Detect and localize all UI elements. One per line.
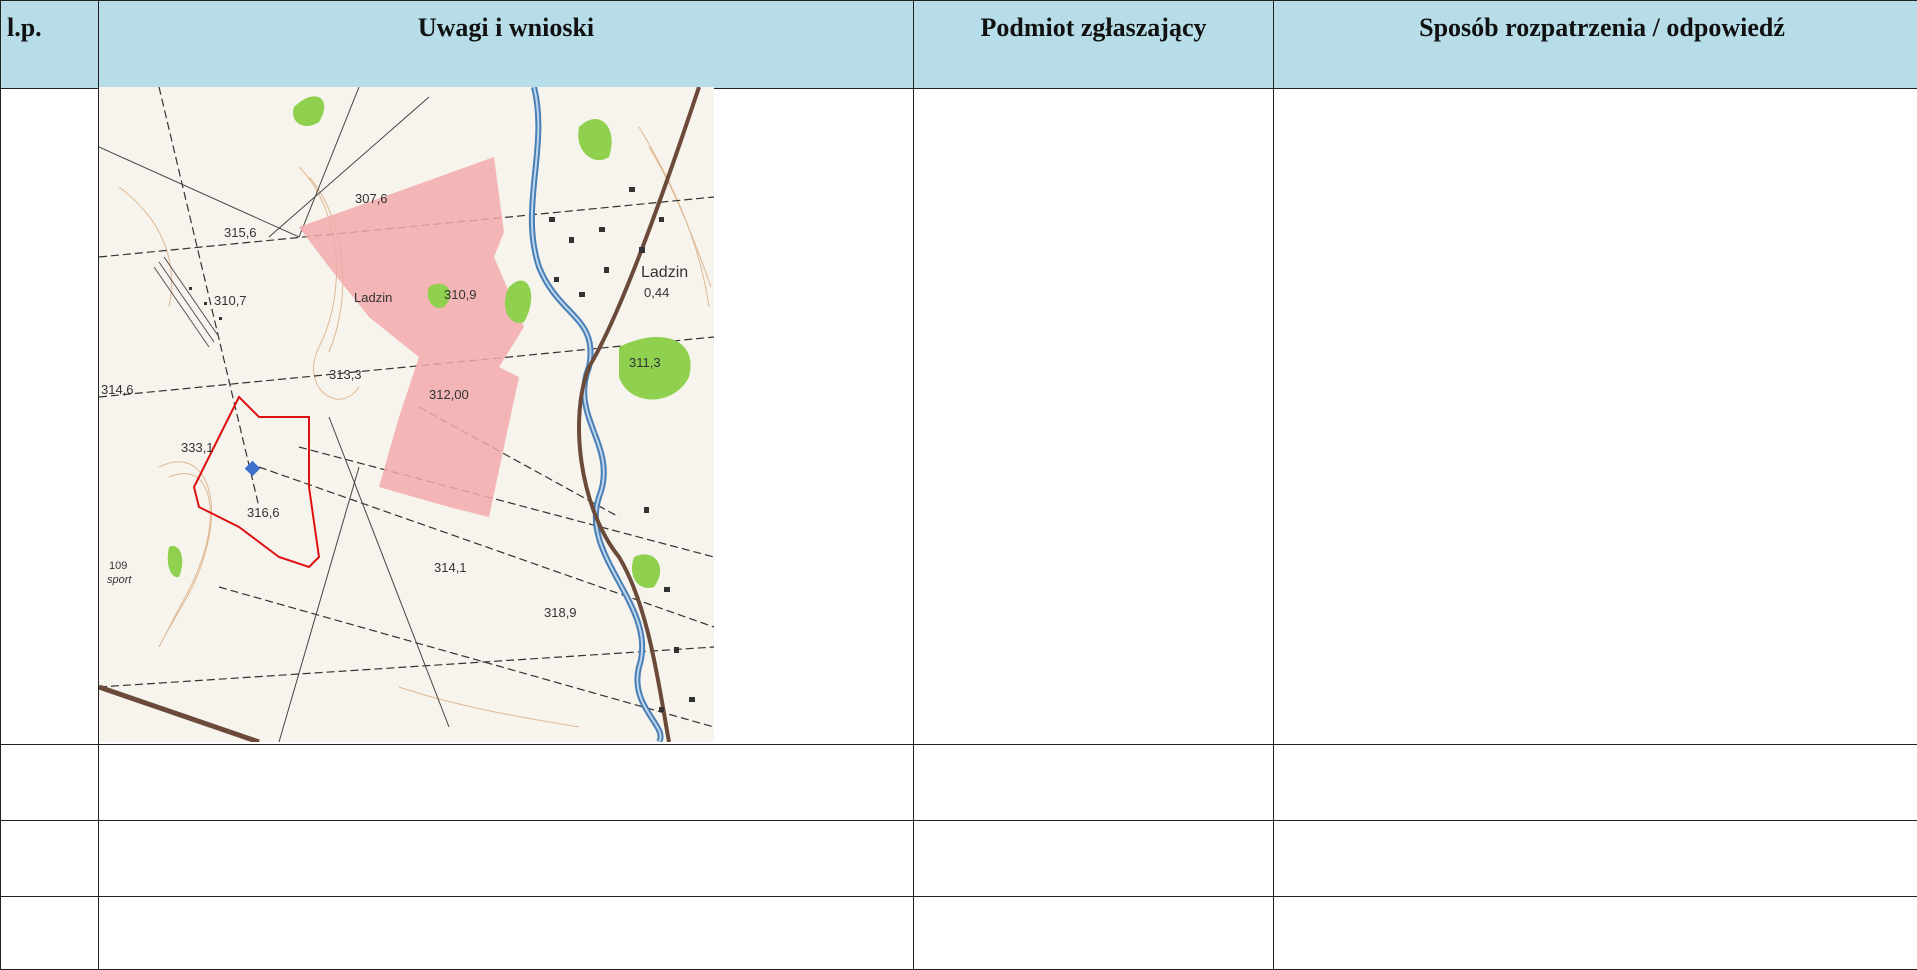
table-row	[1, 745, 1917, 821]
map-label: 315,6	[224, 225, 257, 240]
header-podmiot: Podmiot zgłaszający	[914, 1, 1274, 89]
map-label: 314,1	[434, 560, 467, 575]
header-row: l.p. Uwagi i wnioski Podmiot zgłaszający…	[1, 1, 1917, 89]
map-label: 0,44	[644, 285, 669, 300]
cell-sposob	[1274, 89, 1917, 745]
map-label: 312,00	[429, 387, 469, 402]
cell-sposob	[1274, 745, 1917, 821]
map-label: 311,3	[629, 355, 661, 370]
cell-lp	[1, 89, 99, 745]
header-uwagi: Uwagi i wnioski	[99, 1, 914, 89]
map-label: sport	[107, 574, 132, 586]
map-label: 318,9	[544, 605, 577, 620]
cell-podmiot	[914, 745, 1274, 821]
map-label: 307,6	[355, 191, 388, 206]
map-svg: 315,6 307,6 310,7 Ladzin 310,9 Ladzin 0,…	[99, 87, 714, 742]
cell-lp	[1, 821, 99, 897]
cell-podmiot	[914, 821, 1274, 897]
map-label: 333,1	[181, 440, 214, 455]
map-label: 109	[109, 560, 127, 572]
cell-sposob	[1274, 897, 1917, 970]
topographic-map: 315,6 307,6 310,7 Ladzin 310,9 Ladzin 0,…	[99, 87, 714, 742]
map-label: Ladzin	[641, 264, 688, 281]
table-row	[1, 897, 1917, 970]
map-label: 310,9	[444, 287, 477, 302]
map-label: 310,7	[214, 293, 247, 308]
cell-sposob	[1274, 821, 1917, 897]
map-label: Ladzin	[354, 290, 392, 305]
cell-lp	[1, 745, 99, 821]
header-sposob: Sposób rozpatrzenia / odpowiedź	[1274, 1, 1917, 89]
map-label: 313,3	[329, 367, 362, 382]
cell-podmiot	[914, 897, 1274, 970]
header-lp: l.p.	[1, 1, 99, 89]
cell-lp	[1, 897, 99, 970]
cell-uwagi	[99, 821, 914, 897]
cell-uwagi	[99, 897, 914, 970]
table-row	[1, 821, 1917, 897]
cell-podmiot	[914, 89, 1274, 745]
map-label: 316,6	[247, 505, 280, 520]
map-label: 314,6	[101, 382, 134, 397]
cell-uwagi	[99, 745, 914, 821]
